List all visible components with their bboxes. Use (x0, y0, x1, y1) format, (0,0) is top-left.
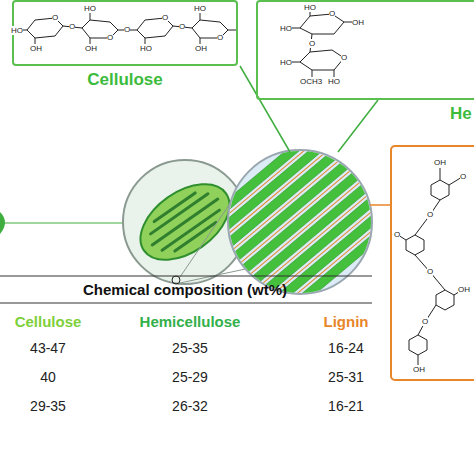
table-cell: 25-35 (90, 340, 290, 356)
atom-label: OH (434, 158, 446, 167)
atom-label: HO (140, 44, 152, 53)
leader-line (240, 66, 290, 152)
atom-label: OH (30, 44, 42, 53)
atom-label: O (394, 230, 400, 239)
leader-line (338, 100, 378, 152)
atom-label: HO (328, 77, 340, 86)
lignin-frame (391, 146, 474, 380)
atom-label: HO (194, 4, 206, 13)
atom-label: O (309, 39, 315, 48)
atom-label: O (427, 267, 433, 276)
thylakoid (142, 184, 228, 259)
table-cell: 16-24 (246, 340, 446, 356)
cellulose-fibril (275, 213, 403, 323)
table-rule (0, 303, 372, 304)
leader-line (370, 204, 391, 206)
leader-line (5, 222, 123, 223)
cellulose-skeleton (22, 13, 236, 44)
atom-label: O (162, 13, 168, 22)
leaf-tip (0, 212, 5, 234)
atom-label: O (179, 22, 185, 31)
structure-heading: Cellulose (12, 70, 238, 90)
atom-label: O (329, 9, 335, 18)
table-cell: 26-32 (90, 398, 290, 414)
atom-label: OH (352, 18, 364, 27)
atom-label: O (422, 317, 428, 326)
lignin-skeleton (398, 168, 462, 365)
atom-label: O (69, 22, 75, 31)
atom-label: OH (195, 44, 207, 53)
chloroplast-body (127, 169, 243, 276)
table-cell: 29-35 (0, 398, 148, 414)
atom-label: O (217, 33, 223, 42)
atom-label: HO (280, 24, 292, 33)
atom-label: HO (84, 4, 96, 13)
atom-label: HO (11, 26, 23, 35)
atom-label: OH (85, 44, 97, 53)
atom-label: OCH3 (300, 77, 322, 86)
atom-label: OH (413, 365, 425, 374)
table-cell: 25-29 (90, 369, 290, 385)
column-header: Hemicellulose (90, 313, 290, 330)
chloroplast (127, 169, 243, 276)
atom-label: HO (304, 3, 316, 12)
atom-label: O (460, 172, 466, 181)
table-cell: 43-47 (0, 340, 148, 356)
table-cell: 40 (0, 369, 148, 385)
atom-label: O (107, 33, 113, 42)
structure-heading: He (450, 104, 474, 124)
atom-label: O (341, 53, 347, 62)
column-header: Cellulose (0, 313, 148, 330)
table-cell: 16-21 (246, 398, 446, 414)
box-outline (256, 0, 474, 100)
table-title: Chemical composition (wt%) (35, 281, 335, 298)
atom-label: O (124, 25, 130, 34)
atom-label: HO (280, 58, 292, 67)
hemicellulose-skeleton (292, 11, 352, 78)
atom-label: OH (458, 285, 470, 294)
atom-label: O (427, 210, 433, 219)
column-header: Lignin (246, 313, 446, 330)
atom-label: O (52, 13, 58, 22)
table-rule (0, 276, 372, 277)
